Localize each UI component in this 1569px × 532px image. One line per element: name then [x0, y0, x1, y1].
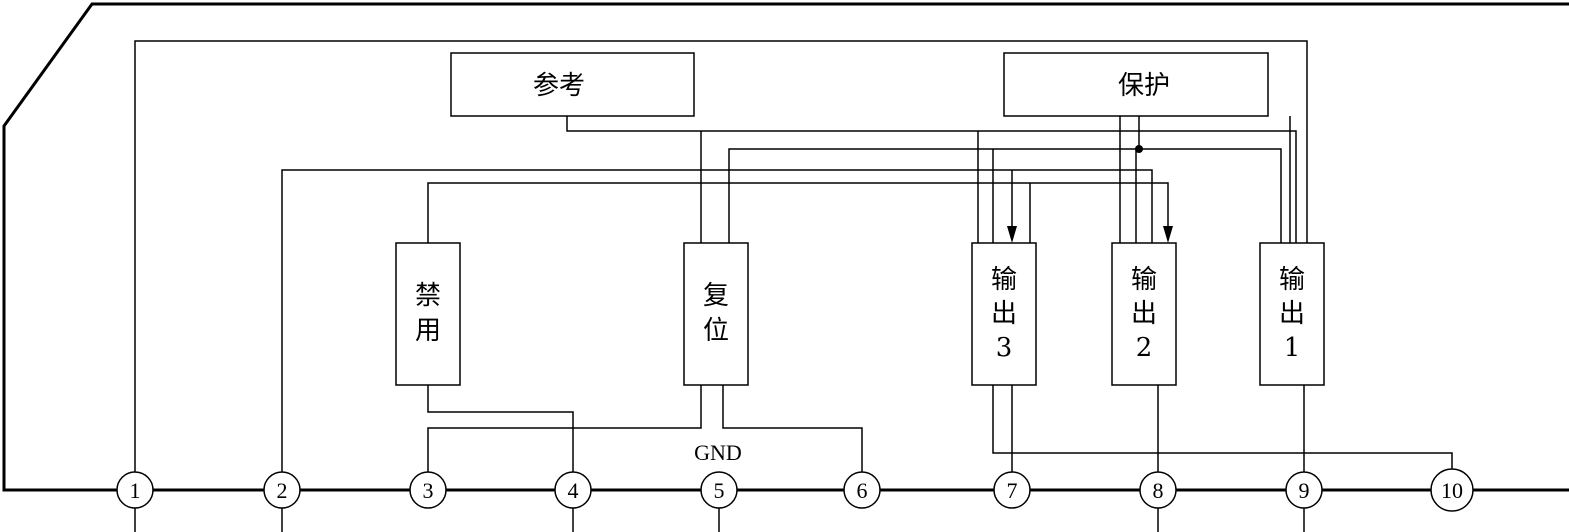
wire-reset-pin6: [722, 385, 863, 474]
output1-label-1: 输: [1279, 265, 1305, 295]
pin-1: 1: [116, 471, 154, 509]
output3-label-1: 输: [991, 265, 1017, 295]
arrow-out3: [1007, 226, 1017, 243]
disable-block: 禁 用: [395, 242, 461, 386]
wire-disable-pin4: [427, 385, 574, 474]
disable-label-1: 禁: [415, 281, 441, 311]
pin-1-label: 1: [130, 478, 141, 503]
pin-3: 3: [409, 471, 447, 509]
pin-10: 10: [1430, 468, 1474, 512]
pin-7-label: 7: [1007, 478, 1018, 503]
wire-reset-bus: [728, 148, 1282, 243]
pin-4-label: 4: [568, 478, 579, 503]
pin-6: 6: [843, 471, 881, 509]
reset-block: 复 位: [683, 242, 749, 386]
package-outline: [2, 2, 1569, 492]
junction-dot: [1135, 145, 1143, 153]
output2-block: 输 出 2: [1111, 242, 1177, 386]
reset-label-1: 复: [703, 281, 729, 311]
pin-4: 4: [554, 471, 592, 509]
wire-reset-pin3: [427, 385, 702, 474]
wire-pin2: [281, 169, 1153, 474]
output1-label-3: 1: [1284, 333, 1301, 363]
output2-label-2: 出: [1131, 299, 1157, 329]
pin-2: 2: [263, 471, 301, 509]
output3-label-2: 出: [991, 299, 1017, 329]
pin-2-label: 2: [277, 478, 288, 503]
output1-label-2: 出: [1279, 299, 1305, 329]
output2-label-1: 输: [1131, 265, 1157, 295]
reference-label: 参考: [533, 71, 585, 101]
pin-5-label: 5: [714, 478, 725, 503]
pin-7: 7: [993, 471, 1031, 509]
wire-ref-out1: [566, 116, 1297, 243]
gnd-label: GND: [694, 440, 742, 465]
wire-out3-pin10: [992, 385, 1453, 474]
output2-label-3: 2: [1136, 333, 1153, 363]
pin-8: 8: [1139, 471, 1177, 509]
pin-8-label: 8: [1153, 478, 1164, 503]
reference-block: 参考: [450, 52, 695, 117]
pin-6-label: 6: [857, 478, 868, 503]
output1-block: 输 出 1: [1259, 242, 1325, 386]
pin-10-label: 10: [1441, 478, 1463, 503]
pin-leads: [134, 508, 1305, 532]
wire-disable-bus: [427, 182, 1169, 243]
disable-label-2: 用: [415, 316, 441, 346]
pin-3-label: 3: [423, 478, 434, 503]
arrow-out2: [1163, 226, 1173, 243]
protect-block: 保护: [1003, 52, 1269, 117]
pin-9: 9: [1285, 471, 1323, 509]
pin-5: 5: [700, 471, 738, 509]
reset-label-2: 位: [703, 316, 729, 346]
output3-block: 输 出 3: [971, 242, 1037, 386]
pin-9-label: 9: [1299, 478, 1310, 503]
wire-pin1: [134, 40, 1308, 474]
protect-label: 保护: [1118, 71, 1170, 101]
output3-label-3: 3: [996, 333, 1013, 363]
